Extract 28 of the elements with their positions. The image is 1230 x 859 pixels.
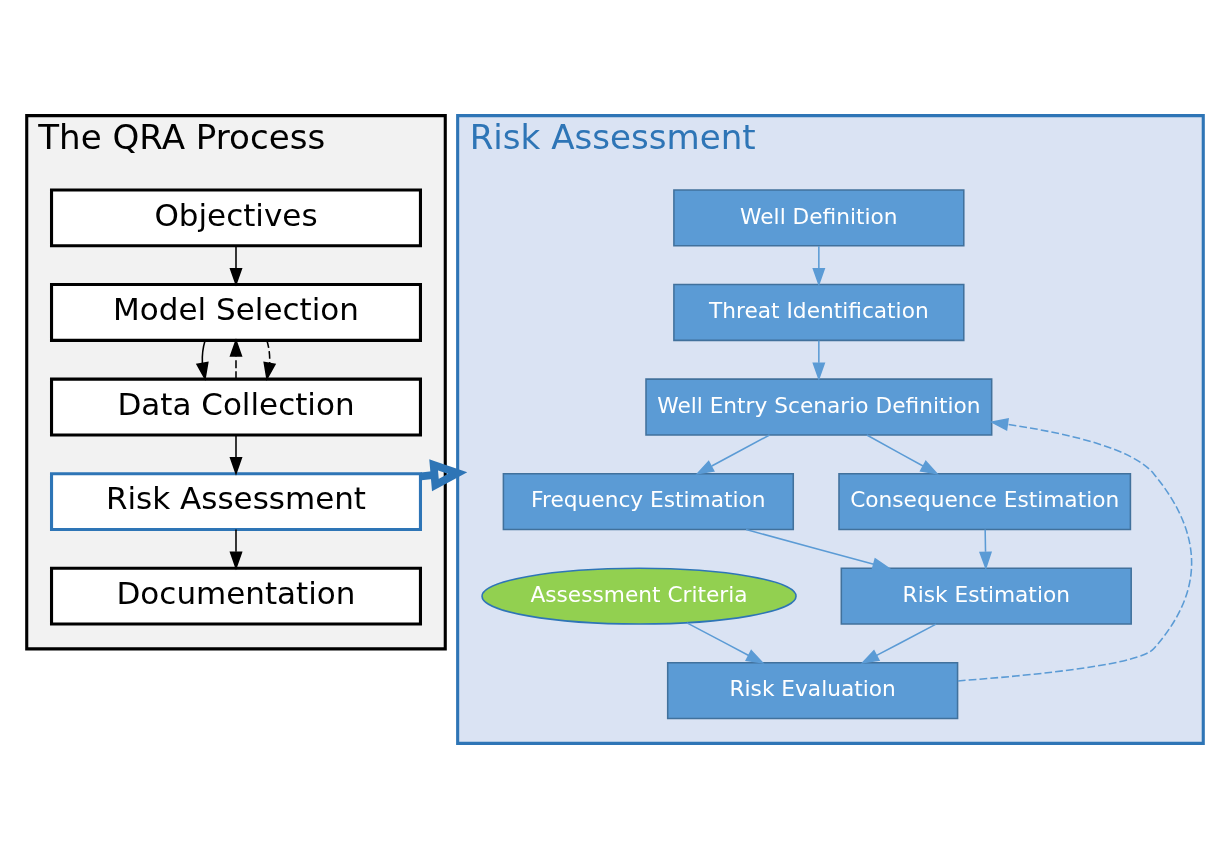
node-box: Risk Estimation [840,567,1132,625]
node-box: Well Entry Scenario Definition [645,378,993,436]
arrow [860,623,937,664]
arrow [745,528,891,571]
arrow [695,434,771,475]
arrow [195,339,209,382]
node-box: Model Selection [50,283,422,342]
arrow [686,622,765,664]
node-box: Risk Evaluation [666,662,959,720]
node-ellipse: Assessment Criteria [481,567,797,625]
node-box: Documentation [50,566,422,626]
node-box: Frequency Estimation [502,472,795,531]
arrow [866,434,939,475]
node-box: Well Definition [673,189,965,247]
arrow [979,528,993,571]
arrow [957,418,1193,682]
node-box: Risk Assessment [50,472,422,532]
node-box: Data Collection [50,377,422,437]
arrow [229,338,243,380]
arrow [229,434,243,476]
node-box: Threat Identification [673,283,965,342]
node-box: Objectives [50,188,422,248]
arrow [812,339,826,382]
arrow [229,245,243,287]
node-box: Consequence Estimation [838,472,1132,531]
arrow [263,339,277,382]
arrow [229,528,243,571]
arrow [812,245,826,287]
